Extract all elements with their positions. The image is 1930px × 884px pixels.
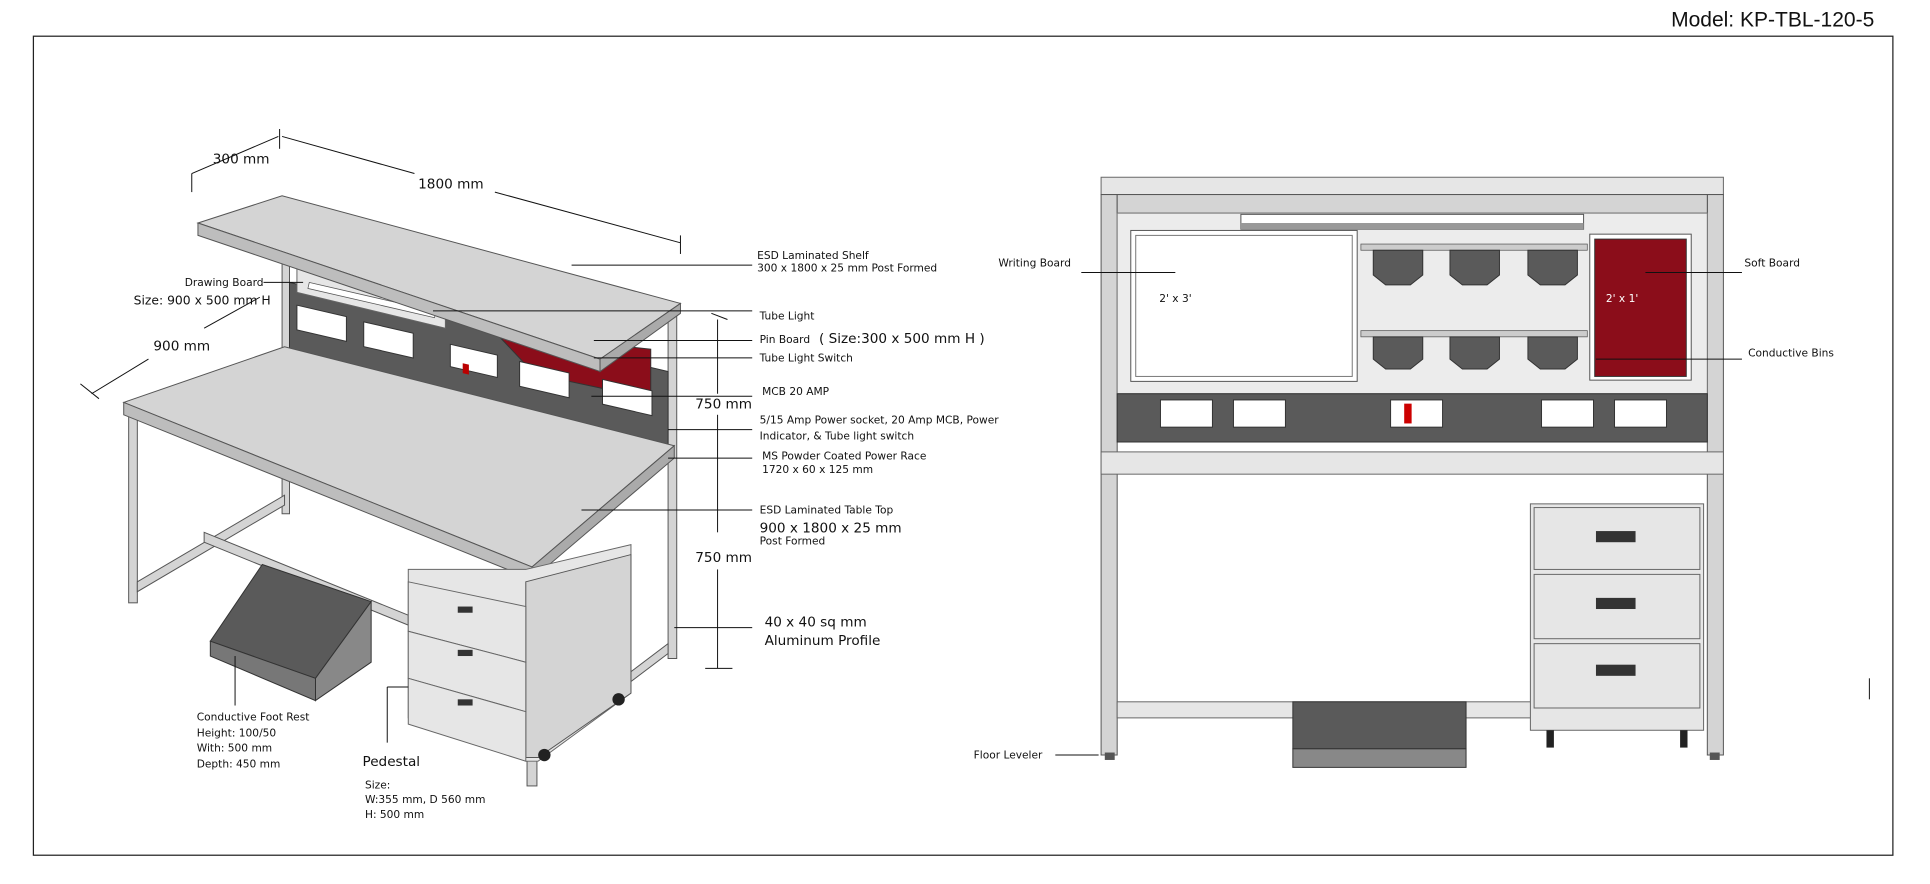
label-power-race-size: 1720 x 60 x 125 mm [762, 463, 873, 476]
sockets [1159, 399, 1667, 428]
dim-table-depth: 900 mm [153, 338, 210, 354]
pedestal [407, 544, 632, 762]
conductive-bins [1360, 243, 1588, 370]
label-socket: 5/15 Amp Power socket, 20 Amp MCB, Power [760, 413, 1000, 426]
label-socket-2: Indicator, & Tube light switch [760, 430, 914, 443]
pedestal-wd: W:355 mm, D 560 mm [365, 793, 485, 806]
drawing-board-label: Drawing Board [185, 276, 264, 289]
foot-rest-width: With: 500 mm [197, 741, 272, 754]
soft-board-size: 2' x 1' [1606, 292, 1638, 305]
conductive-bins-label: Conductive Bins [1748, 347, 1834, 360]
dimension-lines [80, 128, 753, 743]
conductive-foot-rest [209, 563, 372, 702]
label-tube-light: Tube Light [759, 310, 815, 323]
label-table-top-size: 900 x 1800 x 25 mm [760, 520, 902, 536]
floor-leveler-label: Floor Leveler [974, 749, 1043, 762]
mcb-indicator [1404, 403, 1412, 424]
label-profile-2: Aluminum Profile [765, 633, 881, 649]
pedestal-size-label: Size: [365, 778, 390, 791]
label-shelf-size: 300 x 1800 x 25 mm Post Formed [757, 261, 937, 274]
label-shelf: ESD Laminated Shelf [757, 249, 869, 262]
table-top [1100, 451, 1724, 475]
foot-rest-title: Conductive Foot Rest [197, 710, 310, 723]
foot-rest-height: Height: 100/50 [197, 726, 277, 739]
floor-leveler [1104, 752, 1115, 760]
label-pin-board-size: ( Size:300 x 500 mm H ) [819, 331, 985, 347]
model-number: Model: KP-TBL-120-5 [1671, 8, 1874, 31]
writing-board-size: 2' x 3' [1159, 292, 1191, 305]
soft-board-label: Soft Board [1744, 256, 1800, 269]
pedestal-h: H: 500 mm [365, 808, 424, 821]
front-view: 2' x 3' 2' x 1' [974, 176, 1870, 768]
foot-rest [1292, 701, 1467, 750]
front-left-leg [128, 410, 138, 604]
label-table-top: ESD Laminated Table Top [760, 504, 894, 517]
pedestal [1529, 503, 1705, 748]
drawing-border [32, 35, 1894, 856]
writing-board-label: Writing Board [998, 256, 1071, 269]
back-right-post [667, 311, 678, 660]
isometric-view: 300 mm 1800 mm 900 mm 750 mm 750 mm Draw… [80, 128, 1000, 821]
drawing-board-size: Size: 900 x 500 mm H [134, 294, 271, 308]
label-tube-switch: Tube Light Switch [759, 352, 853, 365]
mcb-indicator [462, 363, 469, 375]
label-pin-board: Pin Board [760, 333, 810, 346]
soft-board [1594, 238, 1687, 377]
top-shelf [1100, 176, 1724, 196]
dim-shelf-length: 1800 mm [418, 176, 483, 192]
dim-upper-height: 750 mm [695, 397, 752, 413]
sockets [296, 304, 653, 417]
label-power-race: MS Powder Coated Power Race [762, 449, 926, 462]
dim-lower-height: 750 mm [695, 550, 752, 566]
foot-rest-depth: Depth: 450 mm [197, 757, 281, 770]
pedestal-title: Pedestal [362, 754, 420, 770]
label-table-top-note: Post Formed [760, 535, 826, 548]
dim-shelf-depth: 300 mm [213, 152, 270, 168]
label-mcb: MCB 20 AMP [762, 385, 830, 398]
writing-board [1135, 234, 1353, 377]
label-profile: 40 x 40 sq mm [765, 614, 867, 630]
